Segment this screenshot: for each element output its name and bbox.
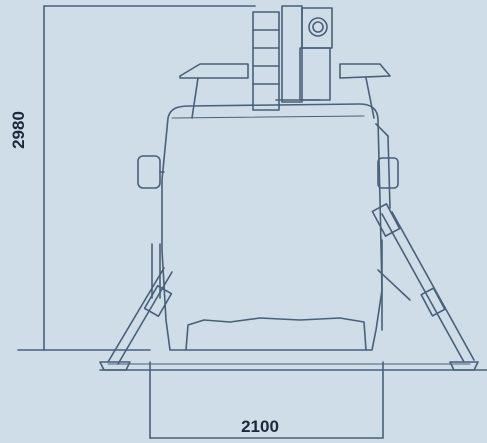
height-dimension-lines <box>43 5 256 351</box>
left-mirror <box>137 155 165 189</box>
ground-line <box>17 349 487 371</box>
width-dimension-lines <box>149 361 384 439</box>
right-frame <box>375 123 391 209</box>
roof-wings <box>179 63 391 119</box>
right-actuator <box>371 203 479 371</box>
left-actuator <box>99 243 173 371</box>
width-dimension-label: 2100 <box>241 417 279 436</box>
cabin-body <box>161 103 383 351</box>
projector-tower <box>252 5 333 111</box>
height-dimension-label: 2980 <box>9 111 28 149</box>
